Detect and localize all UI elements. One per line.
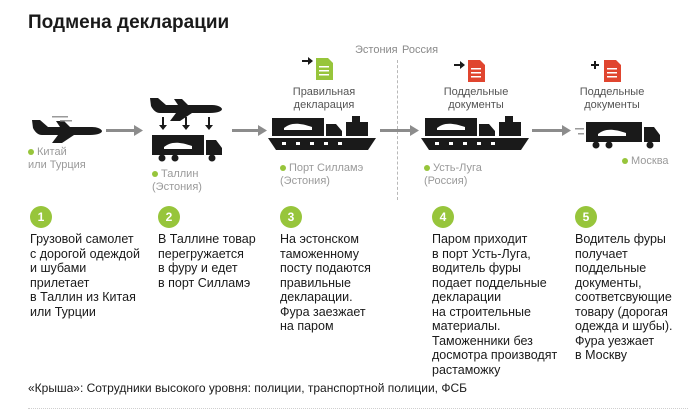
place-ust-luga-label: Усть-Луга (Россия): [424, 162, 482, 187]
truck-icon-moscow: [575, 122, 660, 149]
airplane-icon: [32, 116, 102, 143]
step-badge-5: 5: [575, 206, 597, 228]
step-text-5: Водитель фуры получает поддельные докуме…: [575, 232, 673, 362]
doc-label-fake-ust-luga: Поддельные документы: [443, 86, 509, 111]
step-badge-3: 3: [280, 206, 302, 228]
bottom-divider: [28, 408, 688, 409]
place-moscow: Москва: [622, 155, 669, 168]
unload-arrows-icon: [159, 117, 213, 130]
location-dot-icon: [424, 165, 430, 172]
step-badge-1: 1: [30, 206, 52, 228]
flow-arrow-3: [380, 125, 419, 136]
flow-arrow-4: [532, 125, 571, 136]
place-sillamae: Порт Силламэ (Эстония): [280, 162, 363, 188]
ferry-icon-ust-luga: [421, 116, 529, 150]
location-dot-icon: [152, 171, 158, 178]
step-text-2: В Таллине товар перегружается в фуру и е…: [158, 232, 256, 290]
step-badge-4: 4: [432, 206, 454, 228]
cargo-plane-icon: [150, 98, 222, 121]
red-document-icon-ust-luga: [454, 60, 485, 82]
place-tallinn-label: Таллин (Эстония): [152, 168, 202, 193]
green-document-icon: [302, 57, 333, 80]
doc-label-fake-moscow: Поддельные документы: [579, 86, 645, 111]
place-china-label: Китай или Турция: [28, 146, 86, 171]
flow-illustration: [32, 57, 660, 162]
flow-arrow-1: [106, 125, 143, 136]
flow-arrow-2: [232, 125, 267, 136]
location-dot-icon: [28, 149, 34, 156]
doc-label-correct: Правильная декларация: [292, 86, 356, 111]
red-document-icon-moscow: [591, 60, 621, 82]
place-tallinn: Таллин (Эстония): [152, 168, 202, 194]
page-title: Подмена декларации: [28, 12, 230, 33]
place-ust-luga: Усть-Луга (Россия): [424, 162, 482, 188]
place-china: Китай или Турция: [28, 146, 86, 172]
step-text-3: На эстонском таможенному посту подаются …: [280, 232, 371, 333]
place-sillamae-label: Порт Силламэ (Эстония): [280, 162, 364, 187]
border-label-russia: Россия: [402, 44, 439, 56]
step-text-4: Паром приходит в порт Усть-Луга, водител…: [432, 232, 558, 377]
step-badge-2: 2: [158, 206, 180, 228]
truck-icon-tallinn: [152, 135, 222, 162]
place-moscow-label: Москва: [631, 155, 669, 167]
footer-note: «Крыша»: Сотрудники высокого уровня: пол…: [28, 381, 467, 395]
border-label-estonia: Эстония: [355, 44, 398, 56]
step-text-1: Грузовой самолет с дорогой одеждой и шуб…: [30, 232, 140, 319]
location-dot-icon: [622, 158, 628, 165]
ferry-icon-sillamae: [268, 116, 376, 150]
location-dot-icon: [280, 165, 286, 172]
